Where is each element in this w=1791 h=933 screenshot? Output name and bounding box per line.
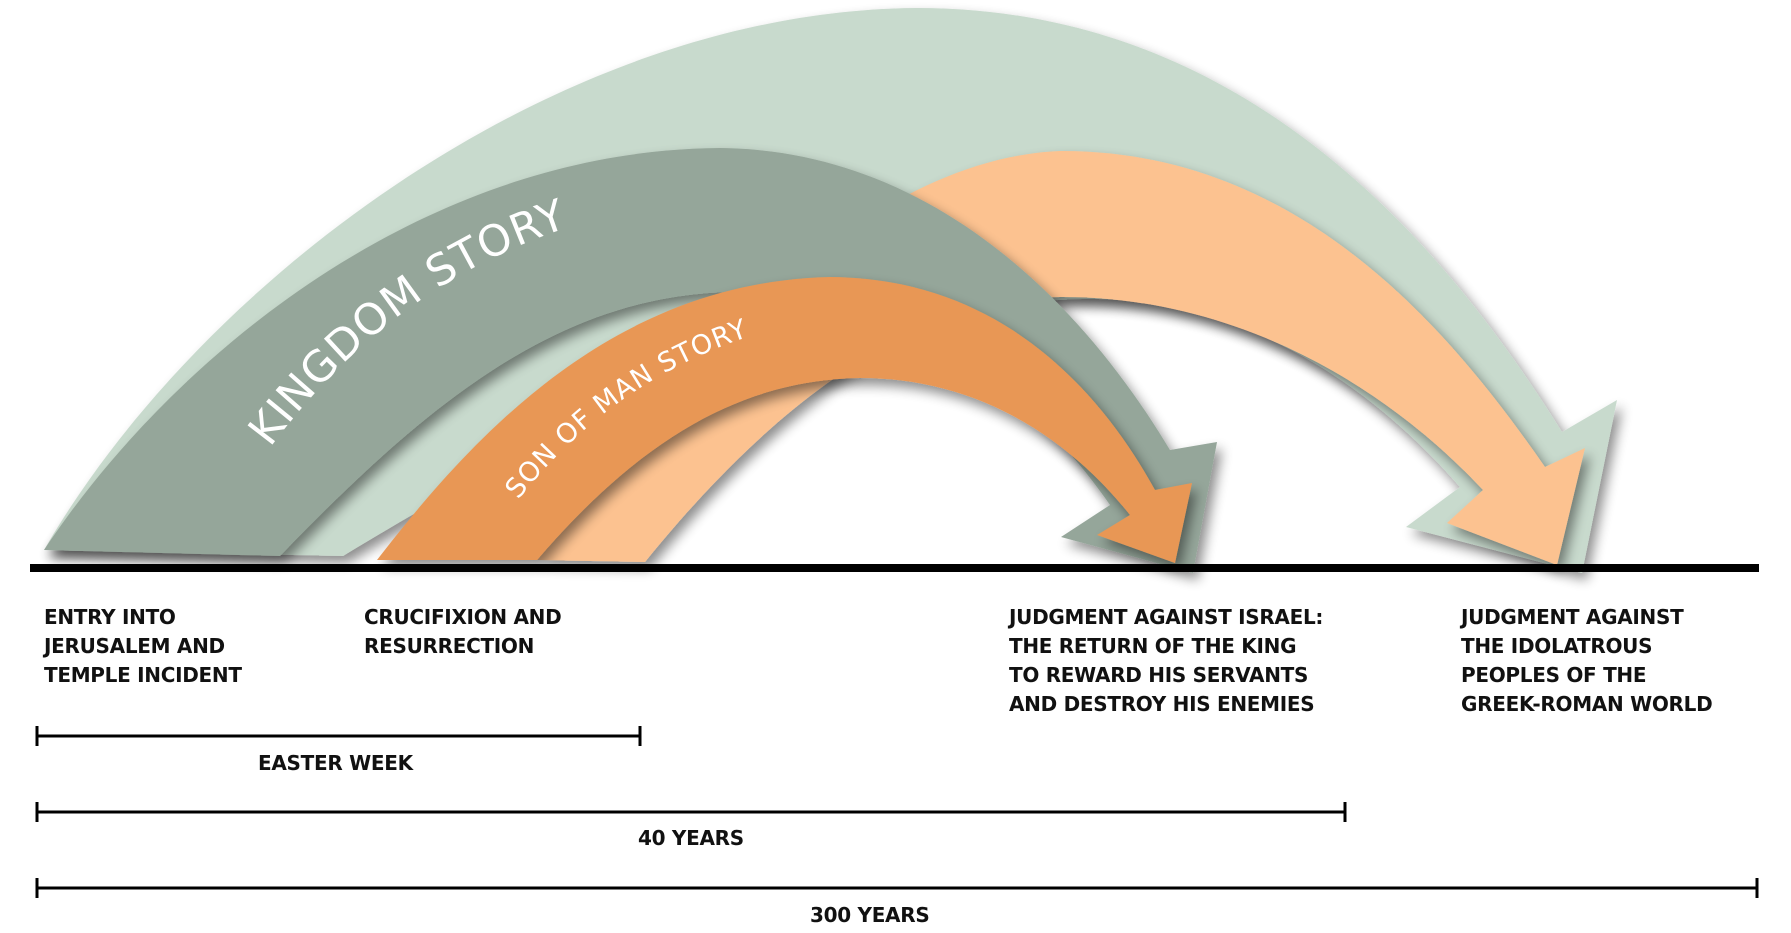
event-line: PEOPLES OF THE (1461, 663, 1647, 687)
span-label-40-years: 40 YEARS (638, 826, 744, 850)
span-label-easter-week: EASTER WEEK (258, 751, 415, 775)
event-entry-into-jerusalem: ENTRY INTO JERUSALEM AND TEMPLE INCIDENT (44, 603, 242, 690)
event-line: AND DESTROY HIS ENEMIES (1009, 692, 1315, 716)
event-line: ENTRY INTO (44, 605, 176, 629)
event-line: GREEK-ROMAN WORLD (1461, 692, 1713, 716)
event-line: JUDGMENT AGAINST ISRAEL: (1009, 605, 1324, 629)
span-easter-week: EASTER WEEK (35, 726, 642, 775)
span-300-years: 300 YEARS (35, 878, 1759, 927)
event-line: THE IDOLATROUS (1461, 634, 1653, 658)
event-judgment-against-israel: JUDGMENT AGAINST ISRAEL: THE RETURN OF T… (1009, 603, 1323, 719)
event-line: CRUCIFIXION AND (364, 605, 562, 629)
event-line: THE RETURN OF THE KING (1009, 634, 1297, 658)
main-timeline (30, 564, 1759, 572)
event-line: TEMPLE INCIDENT (44, 663, 242, 687)
son-of-man-long-arc (537, 150, 1585, 565)
event-line: RESURRECTION (364, 634, 535, 658)
event-line: JERUSALEM AND (44, 634, 225, 658)
event-judgment-against-idolatrous-peoples: JUDGMENT AGAINST THE IDOLATROUS PEOPLES … (1461, 603, 1713, 719)
son-of-man-story-arc (377, 277, 1192, 563)
event-crucifixion-and-resurrection: CRUCIFIXION AND RESURRECTION (364, 603, 562, 661)
event-line: JUDGMENT AGAINST (1461, 605, 1684, 629)
kingdom-story-arc (44, 148, 1217, 573)
event-line: TO REWARD HIS SERVANTS (1009, 663, 1309, 687)
span-40-years: 40 YEARS (35, 802, 1347, 850)
span-label-300-years: 300 YEARS (810, 903, 929, 927)
